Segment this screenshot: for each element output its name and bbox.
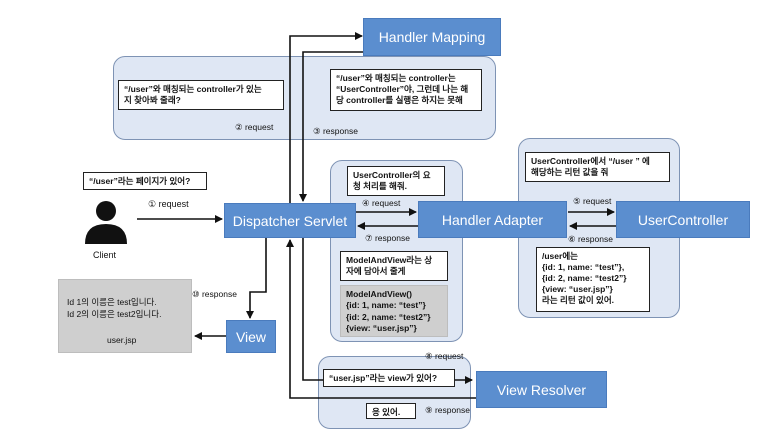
note-hm-answer: “/user”와 매칭되는 controller는 “UserControlle… xyxy=(330,69,482,111)
note-hm-question: “/user”와 매칭되는 controller가 있는 지 찾아봐 줄래? xyxy=(118,80,284,110)
client-bubble: “/user”라는 페이지가 있어? xyxy=(83,172,207,190)
note-ha-response: ModelAndView라는 상 자에 담아서 줄게 xyxy=(340,251,448,281)
step-8-label: ⑧ request xyxy=(425,351,464,361)
step-2-label: ② request xyxy=(235,122,274,132)
step-4-label: ④ request xyxy=(362,198,401,208)
note-uc-request: UserController에서 “/user ” 에 해당하는 리턴 값을 줘 xyxy=(525,152,670,182)
note-uc-response: /user에는 {id: 1, name: “test”}, {id: 2, n… xyxy=(536,247,650,312)
jsp-output-box: Id 1의 이름은 test입니다. Id 2의 이름은 test2입니다. u… xyxy=(58,279,192,353)
jsp-file-label: user.jsp xyxy=(107,335,137,345)
user-controller-node: UserController xyxy=(616,201,750,238)
step-3-label: ③ response xyxy=(313,126,358,136)
step-1-label: ① request xyxy=(148,199,189,209)
step-6-label: ⑥ response xyxy=(568,234,613,244)
model-and-view-box: ModelAndView() {id: 1, name: “test”} {id… xyxy=(340,285,448,337)
handler-adapter-node: Handler Adapter xyxy=(418,201,567,238)
arrow-step-10 xyxy=(246,238,267,319)
step-5-label: ⑤ request xyxy=(573,196,612,206)
step-7-label: ⑦ response xyxy=(365,233,410,243)
step-9-label: ⑨ response xyxy=(425,405,470,415)
arrow-step-3 xyxy=(299,51,366,202)
handler-mapping-node: Handler Mapping xyxy=(363,18,501,56)
view-node: View xyxy=(226,320,276,353)
note-vr-request: “user.jsp”라는 view가 있어? xyxy=(323,369,455,387)
jsp-output-text: Id 1의 이름은 test입니다. Id 2의 이름은 test2입니다. xyxy=(67,297,162,319)
note-vr-response: 응 있어. xyxy=(366,403,416,419)
arrow-step-2 xyxy=(289,32,363,203)
dispatcher-servlet-node: Dispatcher Servlet xyxy=(224,203,356,238)
client-label: Client xyxy=(93,250,117,260)
view-resolver-node: View Resolver xyxy=(476,371,607,408)
step-10-label: ⑩ response xyxy=(192,289,237,299)
arrow-step-9 xyxy=(286,239,476,399)
note-ha-request: UserController의 요 청 처리를 해줘. xyxy=(347,166,445,196)
